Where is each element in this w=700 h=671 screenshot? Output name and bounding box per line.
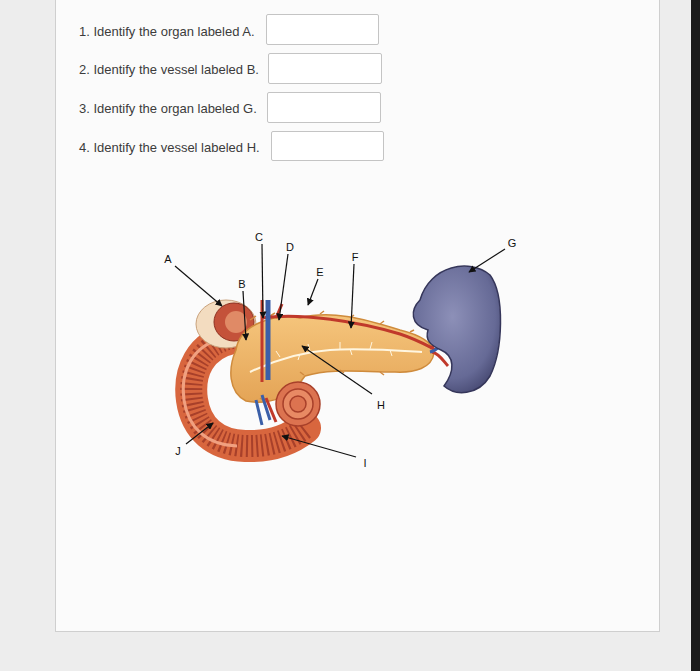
quiz-panel: 1. Identify the organ labeled A. 2. Ident… (55, 0, 660, 632)
answer-box (271, 131, 384, 161)
callout-letter: F (352, 252, 359, 263)
screen-edge (691, 0, 700, 671)
question-text: 2. Identify the vessel labeled B. (79, 62, 259, 77)
answer-box (268, 53, 382, 84)
callout-letter: G (508, 238, 517, 249)
callout-letter: I (363, 458, 366, 469)
question-text: 1. Identify the organ labeled A. (79, 24, 255, 39)
callout-letter: E (316, 267, 323, 278)
callout-letter: D (286, 242, 294, 253)
question-text: 4. Identify the vessel labeled H. (79, 140, 260, 155)
callout-letter: B (238, 279, 245, 290)
answer-box (266, 14, 379, 45)
callout-letter: A (164, 254, 171, 265)
callout-letter: H (377, 400, 385, 411)
answer-box (267, 92, 381, 123)
callout-letter: J (175, 446, 181, 457)
callout-letter: C (255, 232, 263, 243)
question-text: 3. Identify the organ labeled G. (79, 101, 257, 116)
